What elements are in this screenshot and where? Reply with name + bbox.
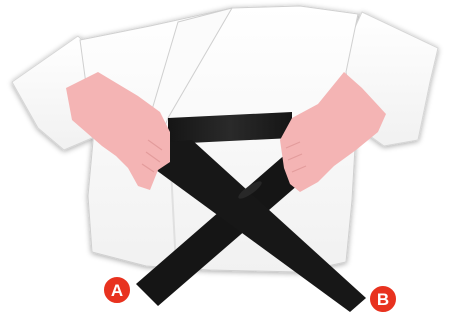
marker-a: A xyxy=(103,276,131,304)
marker-b-label: B xyxy=(377,290,389,309)
marker-a-label: A xyxy=(111,281,123,300)
marker-b: B xyxy=(369,285,397,313)
